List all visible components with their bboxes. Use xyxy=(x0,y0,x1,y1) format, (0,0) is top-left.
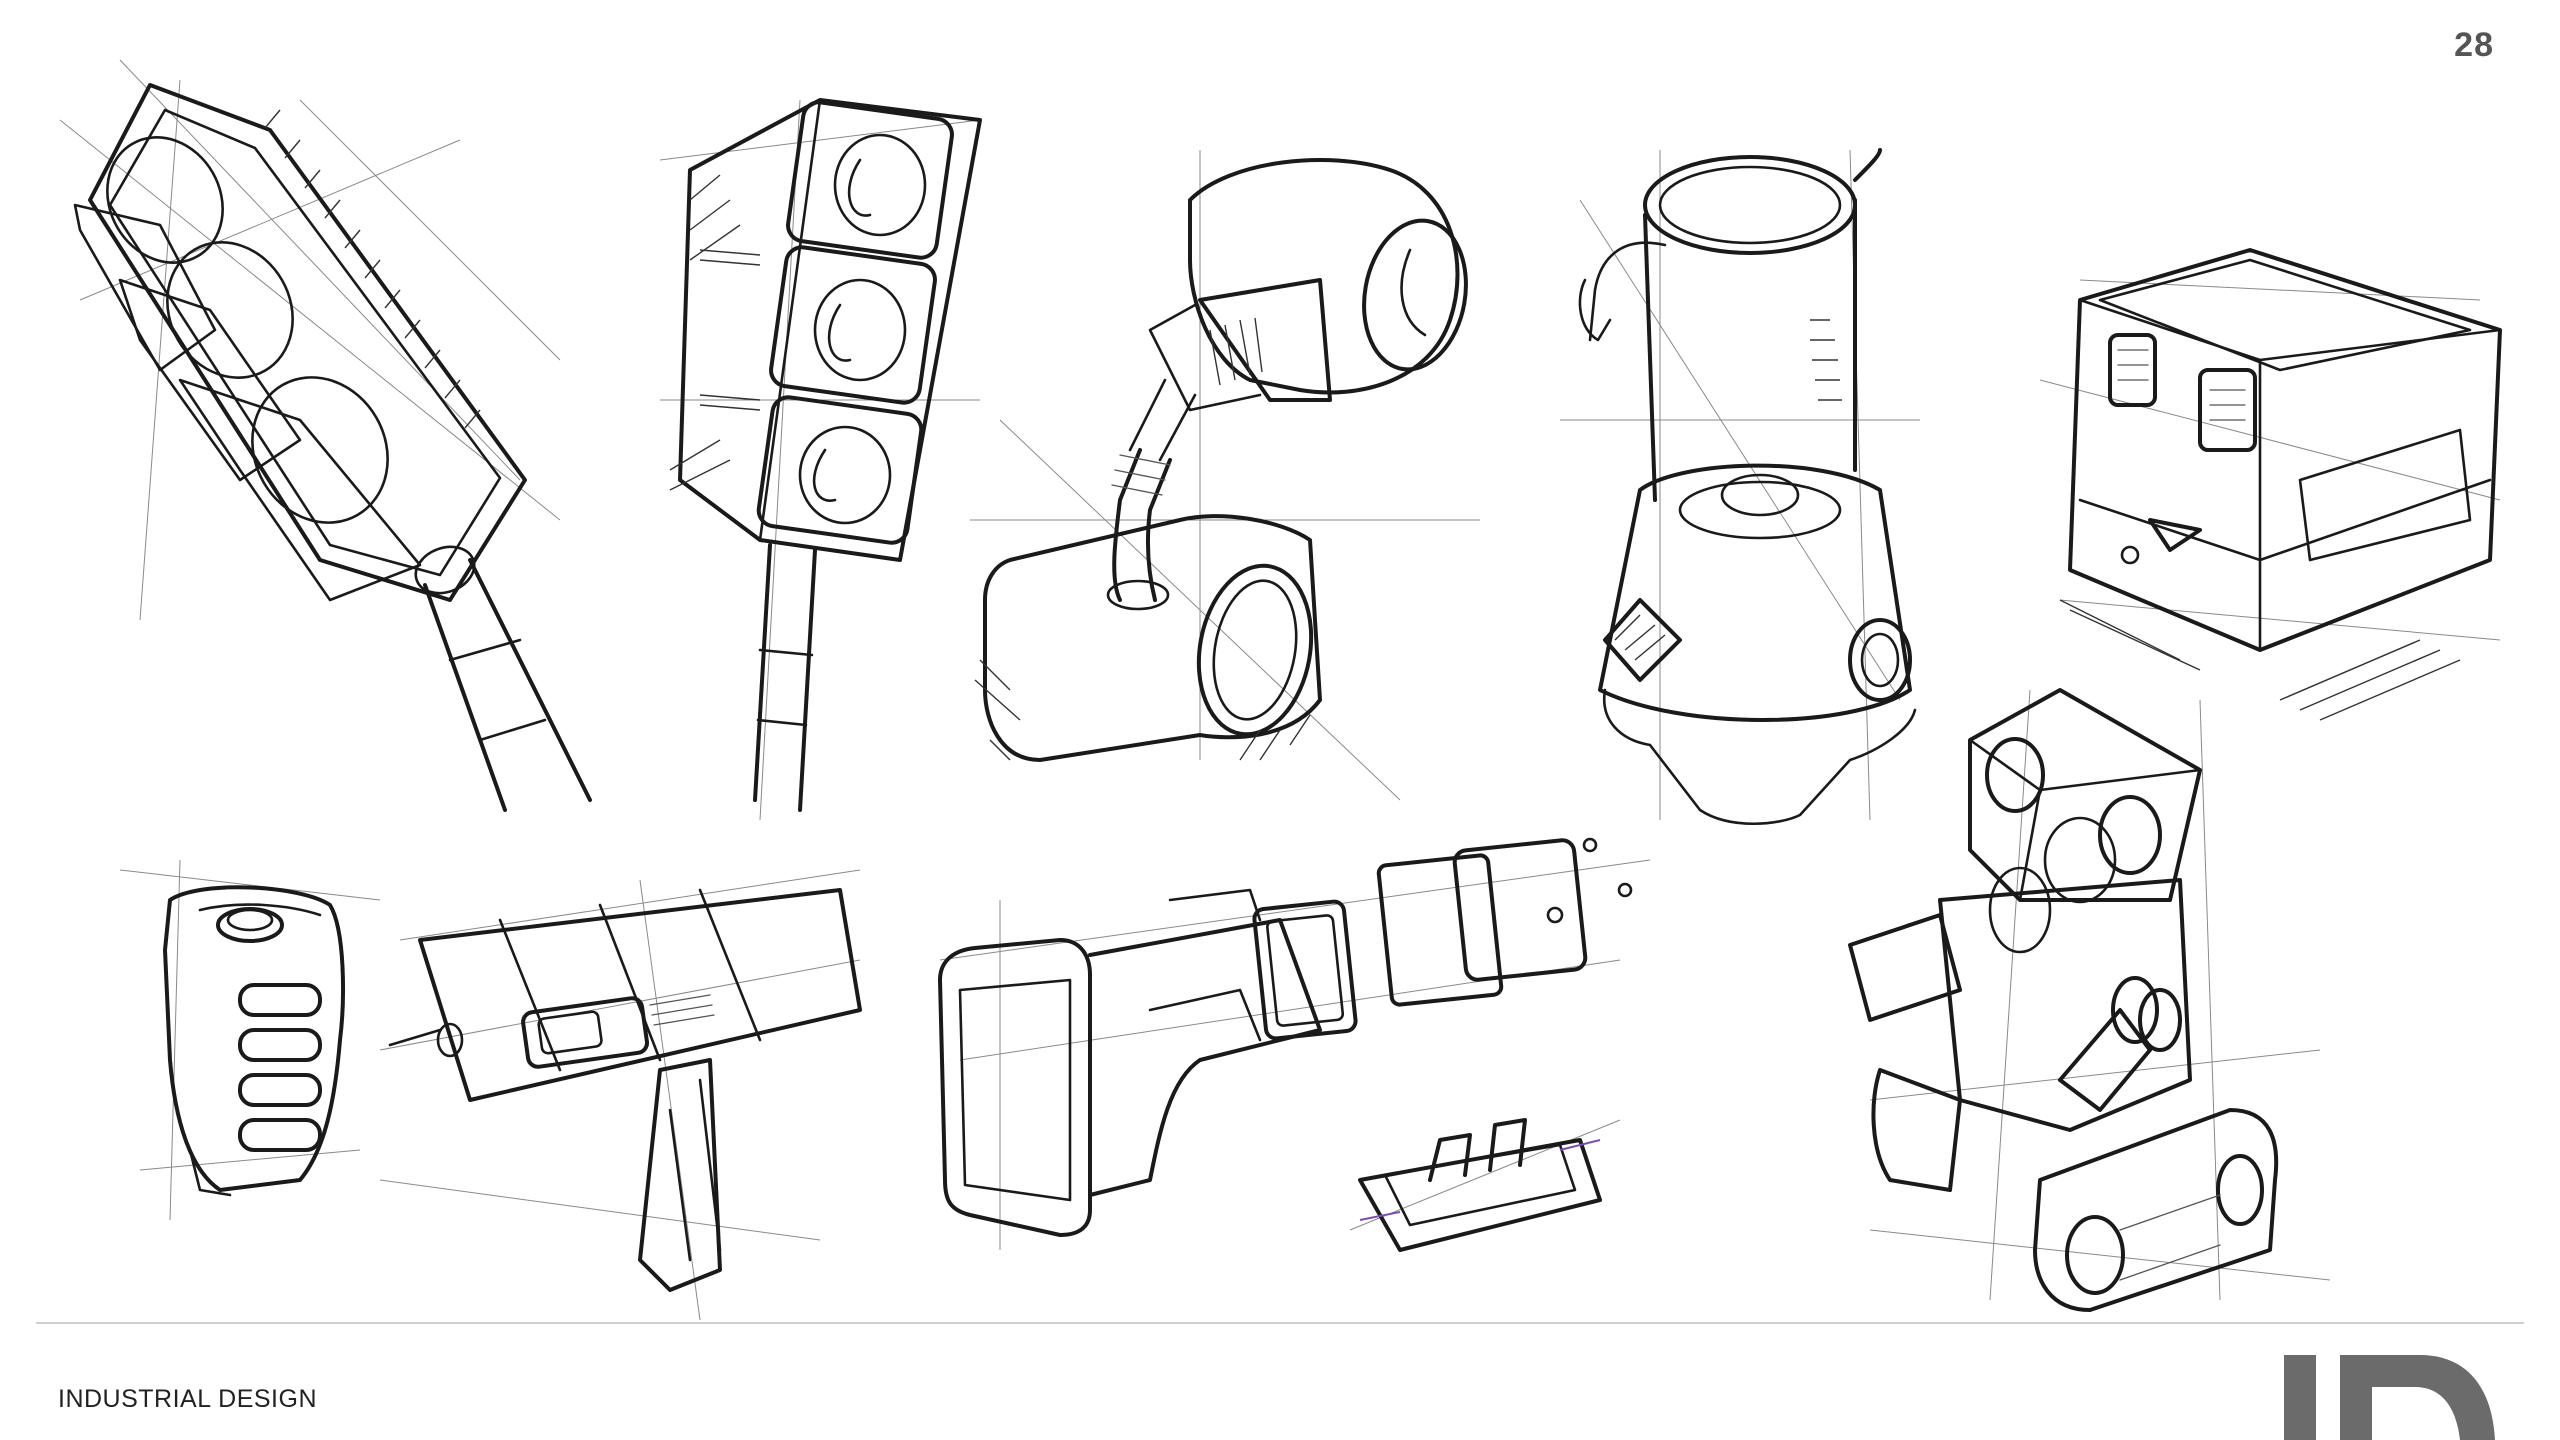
traffic-light-angled-sketch xyxy=(59,59,592,812)
scanner-gun-sketch xyxy=(379,869,862,1320)
footer-label: INDUSTRIAL DESIGN xyxy=(58,1385,318,1413)
handheld-device-sketch xyxy=(119,859,381,1221)
traffic-light-upright-sketch xyxy=(659,98,982,821)
id-logo xyxy=(2284,1355,2495,1440)
crate-device-sketch xyxy=(2039,248,2502,721)
footer-divider xyxy=(36,1322,2524,1324)
robot-sketch xyxy=(1848,688,2331,1312)
sketch-board xyxy=(59,59,2502,1320)
page-number: 28 xyxy=(2454,26,2494,64)
exploded-duct-sketch xyxy=(938,837,1651,1252)
bottle-on-box-sketch xyxy=(970,150,1480,801)
blender-sketch xyxy=(1560,148,1920,825)
